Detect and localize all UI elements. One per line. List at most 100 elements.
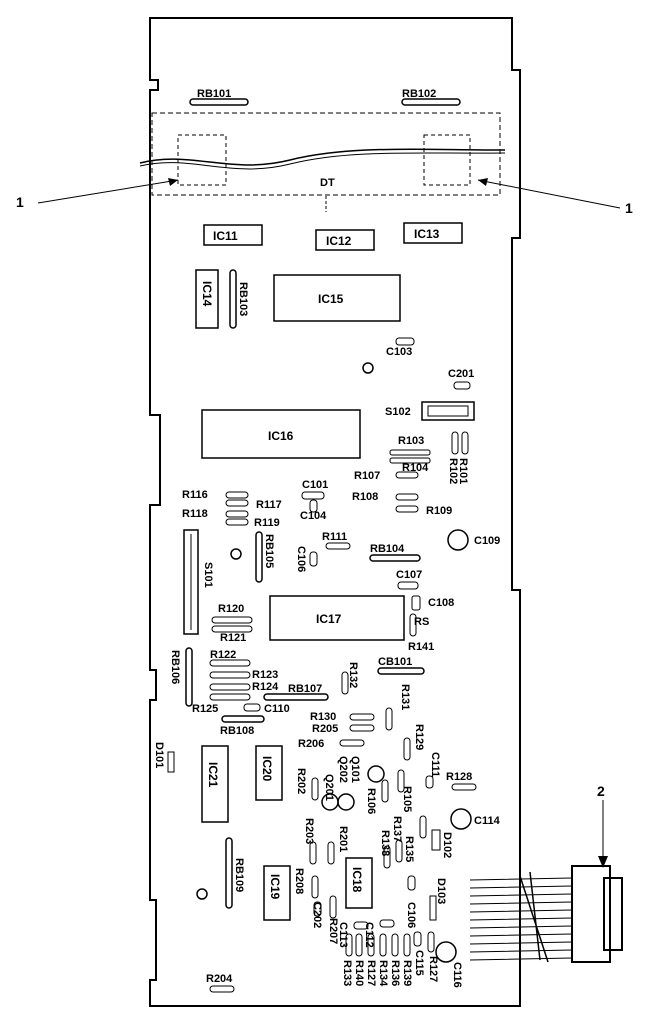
label-ic15: IC15 <box>318 292 344 306</box>
label-s101: S101 <box>202 562 214 588</box>
label-r132: R132 <box>347 662 359 688</box>
label-rb109: RB109 <box>233 858 245 892</box>
callout-1-left: 1 <box>16 194 24 210</box>
mount-hole-1 <box>362 362 374 374</box>
label-rb106: RB106 <box>169 650 181 684</box>
label-r111: R111 <box>322 531 347 543</box>
label-r208: R208 <box>293 868 305 894</box>
label-r137: R137 <box>391 816 403 842</box>
ic18-body <box>345 857 373 909</box>
label-c110: C110 <box>264 703 290 715</box>
label-rb101: RB101 <box>197 88 231 100</box>
rb103-bar <box>229 269 237 329</box>
r121-res <box>211 625 253 633</box>
label-rs: RS <box>414 616 429 628</box>
label-c107: C107 <box>396 569 422 581</box>
label-c202: C202 <box>311 902 323 928</box>
display-pad-right <box>423 134 471 186</box>
c202-cap <box>313 901 322 917</box>
r116-res <box>225 491 249 499</box>
r106-res <box>381 779 389 803</box>
r205-res <box>349 724 375 732</box>
label-ic18: IC18 <box>350 867 364 893</box>
r104-res <box>389 457 431 464</box>
ic13-body <box>403 222 463 244</box>
c115-cap <box>413 931 422 947</box>
label-r136: R136 <box>389 960 401 986</box>
label-rb108: RB108 <box>220 725 254 737</box>
label-r126: R127 <box>365 960 377 986</box>
label-c113: C113 <box>337 922 349 948</box>
callout-1-left-line <box>37 179 179 204</box>
c116-cap <box>435 941 457 963</box>
label-rb104: RB104 <box>370 543 405 555</box>
c103-cap <box>395 337 415 346</box>
label-c101: C101 <box>302 479 328 491</box>
label-d102: D102 <box>441 832 453 858</box>
r117-res <box>225 499 249 507</box>
label-r123: R123 <box>252 669 278 681</box>
s101-body <box>183 529 199 635</box>
label-r102: R102 <box>447 458 459 484</box>
c106-cap <box>309 551 318 567</box>
r102-res <box>451 431 459 455</box>
label-dt: DT <box>320 177 335 189</box>
r132-res <box>341 671 349 695</box>
r208-res <box>311 875 319 899</box>
c109-cap <box>447 529 469 551</box>
ic17-body <box>269 595 405 641</box>
rb108-bar <box>221 715 265 723</box>
label-r127: R127 <box>427 956 439 982</box>
s102-body <box>421 401 475 421</box>
label-r201: R201 <box>337 826 349 852</box>
label-r116: R116 <box>182 489 208 501</box>
cb101-bar <box>377 667 425 675</box>
label-c111: C111 <box>429 752 441 777</box>
label-r202: R202 <box>295 768 307 794</box>
label-r105: R105 <box>401 786 413 812</box>
label-r138: R138 <box>379 830 391 856</box>
r118-res <box>225 510 249 518</box>
c112-cap <box>379 919 395 928</box>
d101-diode <box>167 751 175 773</box>
callout-1-right: 1 <box>625 200 633 216</box>
label-ic21: IC21 <box>206 762 220 788</box>
r206-res <box>339 739 365 747</box>
label-r107: R107 <box>354 470 380 482</box>
r207-res <box>329 895 337 919</box>
connector-2 <box>469 865 623 963</box>
label-r108: R108 <box>352 491 378 503</box>
r204-res <box>209 985 235 993</box>
ic11-body <box>203 224 263 246</box>
ic16-body <box>201 409 361 459</box>
label-c115: C115 <box>413 950 425 976</box>
rb104-bar <box>369 554 421 562</box>
board-outline <box>149 17 521 1007</box>
c111-cap <box>425 775 434 789</box>
display-wire-2 <box>139 152 506 170</box>
c101-cap <box>301 491 325 500</box>
label-r119: R119 <box>254 517 280 529</box>
label-r131: R131 <box>399 684 411 710</box>
r125-res <box>209 693 251 701</box>
r103-res <box>389 449 431 456</box>
label-r104: R104 <box>402 462 429 474</box>
r131-res <box>385 707 393 731</box>
label-c108: C108 <box>428 597 454 609</box>
d102-diode <box>431 829 441 851</box>
label-q201: Q201 <box>323 774 335 801</box>
r135-res <box>395 839 403 863</box>
r-bank-3 <box>367 933 375 957</box>
r202-res <box>311 777 319 801</box>
label-r140: R140 <box>353 960 365 986</box>
label-c103: C103 <box>386 346 412 358</box>
r123-res <box>209 671 251 679</box>
label-r128: R128 <box>446 771 472 783</box>
s102-inner <box>427 405 469 417</box>
label-cb101: CB101 <box>378 656 412 668</box>
callout-1-right-arrow <box>478 178 488 186</box>
r128-res <box>451 783 477 791</box>
label-ic13: IC13 <box>414 227 440 241</box>
label-rb107: RB107 <box>288 683 322 695</box>
label-c116: C116 <box>451 962 463 988</box>
